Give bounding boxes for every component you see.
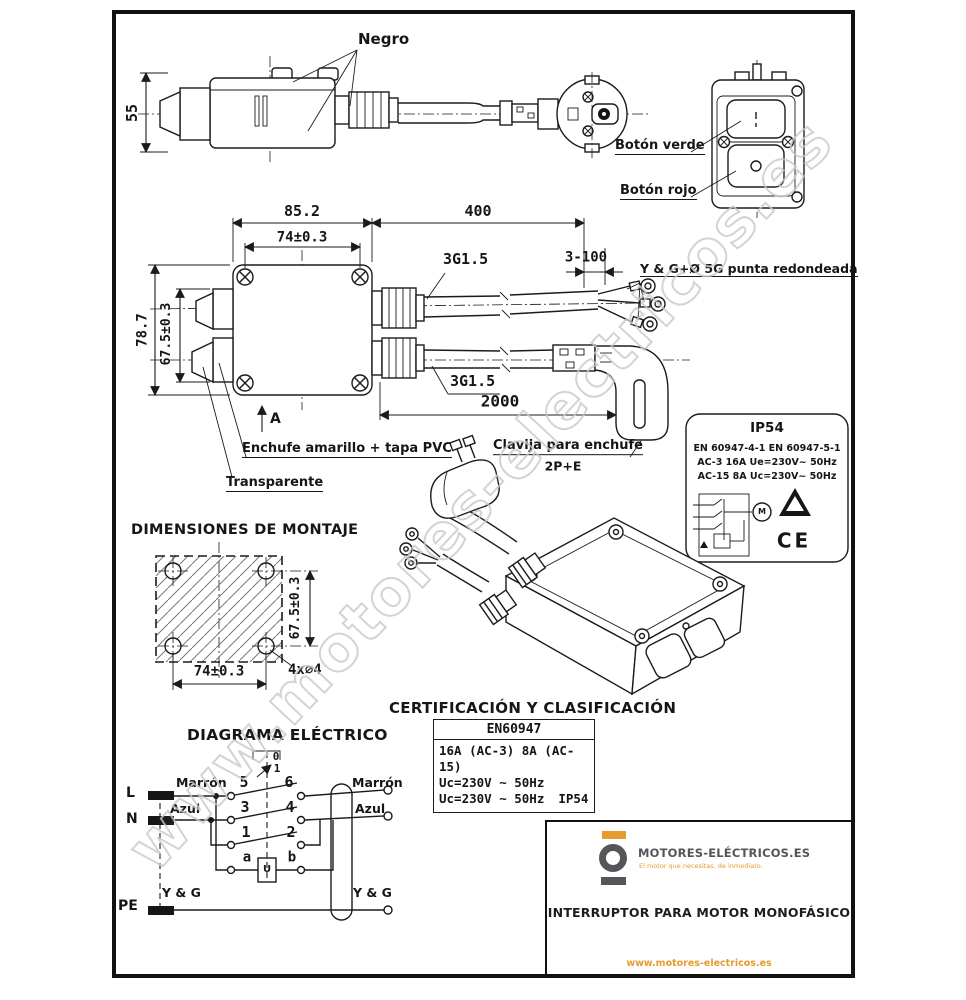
- dim-85-2: 85.2: [283, 202, 321, 221]
- mounting-drawing: [155, 542, 318, 690]
- certification-table-header: EN60947: [434, 720, 594, 740]
- circuit-title: DIAGRAMA ELÉCTRICO: [187, 726, 388, 744]
- wire-azul-left: Azul: [170, 801, 201, 816]
- ce-mark: CE: [776, 528, 812, 553]
- label-section-a: A: [270, 411, 281, 427]
- label-boton-verde: Botón verde: [615, 138, 705, 155]
- contact-3: 3: [240, 798, 250, 817]
- top-view-drawing: [148, 218, 690, 478]
- side-view-drawing: [138, 49, 648, 164]
- brand-name: MOTORES-ELÉCTRICOS.ES: [638, 846, 811, 860]
- label-clavija-2pe: 2P+E: [544, 458, 582, 474]
- iso-sockets: [645, 617, 726, 679]
- logo-orange-bar-icon: [602, 831, 626, 839]
- label-negro: Negro: [358, 30, 410, 48]
- rating-ac15: AC-15 8A Uc=230V~ 50Hz: [697, 471, 837, 483]
- label-boton-rojo: Botón rojo: [620, 183, 697, 200]
- wire-marron-right: Marrón: [352, 775, 403, 790]
- mounting-dim-67-5: 67.5±0.3: [288, 576, 304, 640]
- label-clavija: Clavija para enchufe: [492, 438, 644, 455]
- dim-2000: 2000: [480, 391, 520, 411]
- circuit-diagram: [148, 750, 393, 921]
- certification-ip54: IP54: [558, 791, 589, 806]
- dim-3-100: 3-100: [564, 249, 608, 266]
- wire-marron-left: Marrón: [176, 775, 227, 790]
- title-block: MOTORES-ELÉCTRICOS.ES El motor que neces…: [545, 820, 853, 976]
- switch-pos-0: 0: [272, 750, 280, 764]
- certification-row-1: 16A (AC-3) 8A (AC-15): [439, 743, 575, 774]
- contact-5: 5: [239, 773, 249, 792]
- rating-mini-schematic: [693, 493, 772, 557]
- wire-yg-left: Y & G: [162, 885, 201, 900]
- label-3g15-bottom: 3G1.5: [450, 372, 496, 390]
- contact-1: 1: [241, 823, 251, 842]
- label-enchufe-amarillo: Enchufe amarillo + tapa PVC: [242, 441, 452, 458]
- dim-78-7: 78.7: [134, 313, 151, 347]
- mounting-title: DIMENSIONES DE MONTAJE: [131, 522, 359, 538]
- dim-400: 400: [464, 202, 492, 221]
- contact-6: 6: [284, 773, 294, 792]
- contact-4: 4: [285, 798, 295, 817]
- warning-triangle-icon: [779, 488, 811, 516]
- rating-ac3: AC-3 16A Ue=230V~ 50Hz: [697, 457, 837, 469]
- contact-2: 2: [286, 823, 296, 842]
- rating-title: IP54: [750, 419, 784, 436]
- logo-gray-bar-icon: [601, 877, 626, 885]
- logo-ring-icon: [599, 844, 627, 872]
- switch-pos-1: 1: [273, 762, 281, 776]
- coil-u: U: [262, 863, 272, 875]
- mounting-dim-74: 74±0.3: [193, 663, 245, 680]
- brand-tagline: El motor que necesitas, de inmediato.: [639, 862, 763, 870]
- terminal-n: N: [126, 811, 138, 827]
- dim-67-5: 67.5±0.3: [159, 302, 175, 366]
- front-view-drawing: [690, 60, 805, 218]
- certification-title: CERTIFICACIÓN Y CLASIFICACIÓN: [389, 699, 677, 717]
- mounting-holes: 4x∅4: [288, 662, 322, 678]
- label-3g15-top: 3G1.5: [443, 250, 489, 268]
- brand-website: www.motores-electricos.es: [626, 958, 772, 969]
- rating-standards: EN 60947-4-1 EN 60947-5-1: [693, 443, 841, 455]
- dim-55: 55: [123, 103, 142, 123]
- terminal-pe: PE: [118, 898, 138, 914]
- certification-table: EN60947 16A (AC-3) 8A (AC-15) Uc=230V ~ …: [433, 719, 595, 813]
- rating-motor-m: M: [758, 506, 766, 516]
- sheet-frame: [112, 10, 855, 978]
- certification-row-2: Uc=230V ~ 50Hz: [439, 775, 545, 790]
- wire-azul-right: Azul: [355, 801, 386, 816]
- product-title: INTERRUPTOR PARA MOTOR MONOFÁSICO: [547, 905, 851, 920]
- dim-74: 74±0.3: [276, 229, 328, 246]
- isometric-assembly-drawing: [399, 434, 746, 696]
- rating-label-box: [685, 413, 849, 563]
- label-ring-terminals: Y & G+Ø 5G punta redondeada: [640, 261, 858, 278]
- label-transparente: Transparente: [226, 475, 324, 492]
- terminal-l: L: [126, 785, 135, 801]
- wire-yg-right: Y & G: [353, 885, 392, 900]
- contact-b: b: [287, 849, 297, 866]
- contact-a: a: [242, 849, 252, 866]
